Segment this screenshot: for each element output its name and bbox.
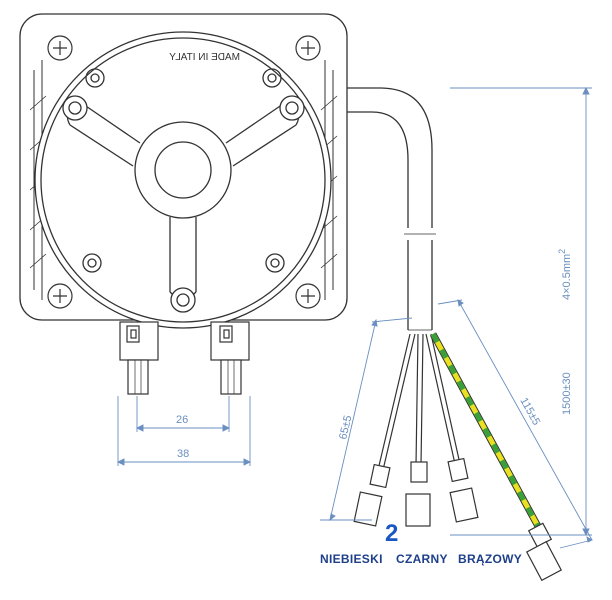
screw-icon (295, 283, 321, 309)
motor-body (19, 13, 348, 329)
cable (347, 87, 436, 331)
screw-icon (295, 35, 321, 61)
wire-label-czarny: CZARNY (396, 552, 448, 566)
terminal-width-dim: 38 (177, 448, 189, 460)
cable-spec-exp: 2 (557, 249, 567, 254)
screw-icon (47, 283, 73, 309)
terminals (119, 321, 250, 395)
screw-icon (47, 35, 73, 61)
cable-dimensions (320, 86, 593, 549)
long-lead-dim: 115±5 (517, 396, 542, 428)
wire-label-niebieski: NIEBIESKI (320, 552, 383, 566)
short-lead-dim: 65±5 (337, 414, 354, 440)
cable-spec-main: 4×0.5mm (561, 254, 573, 300)
wire-leads (353, 332, 563, 582)
pin-spacing-dim: 26 (176, 414, 188, 426)
cable-spec-dim: 4×0.5mm2 (557, 249, 573, 300)
callout-number: 2 (385, 520, 399, 547)
terminal-dimensions (116, 396, 252, 466)
made-in-italy-stamp: MADE IN ITALY (169, 52, 240, 63)
wire-label-brazowy: BRĄZOWY (458, 552, 523, 566)
corner-screws (47, 35, 321, 309)
cable-length-dim: 1500±30 (561, 372, 573, 415)
